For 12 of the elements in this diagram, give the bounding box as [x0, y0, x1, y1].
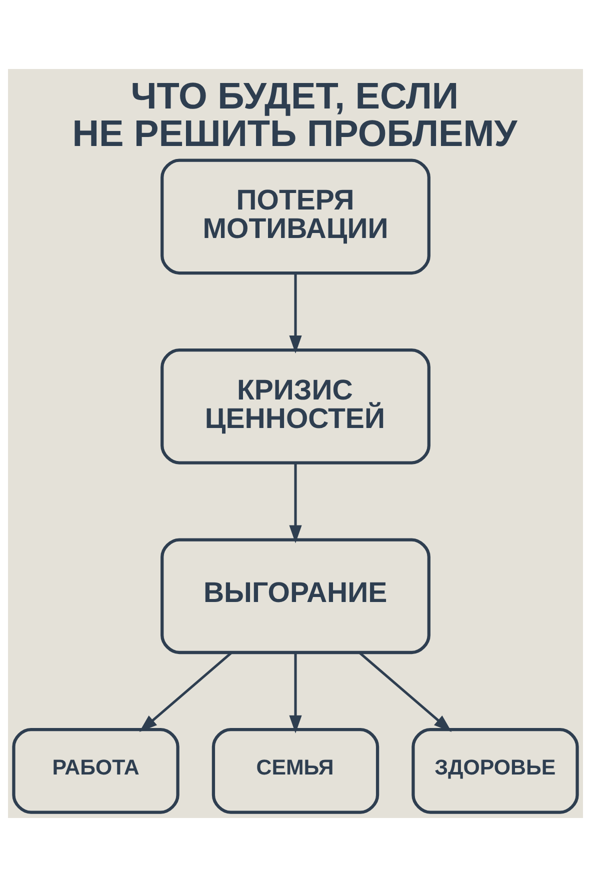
node-box: РАБОТА — [12, 728, 180, 814]
arrow — [139, 652, 232, 732]
node-box: ЗДОРОВЬЕ — [412, 728, 579, 814]
node-box: КРИЗИС ЦЕННОСТЕЙ — [160, 348, 430, 464]
diagram-title: ЧТО БУДЕТ, ЕСЛИ НЕ РЕШИТЬ ПРОБЛЕМУ — [72, 74, 518, 154]
arrow — [358, 652, 452, 732]
node-box: ВЫГОРАНИЕ — [160, 538, 430, 654]
arrow — [289, 652, 302, 734]
node-box: ПОТЕРЯ МОТИВАЦИИ — [160, 158, 430, 275]
arrow — [289, 462, 302, 544]
node-box: СЕМЬЯ — [212, 728, 380, 814]
arrow — [289, 273, 302, 354]
